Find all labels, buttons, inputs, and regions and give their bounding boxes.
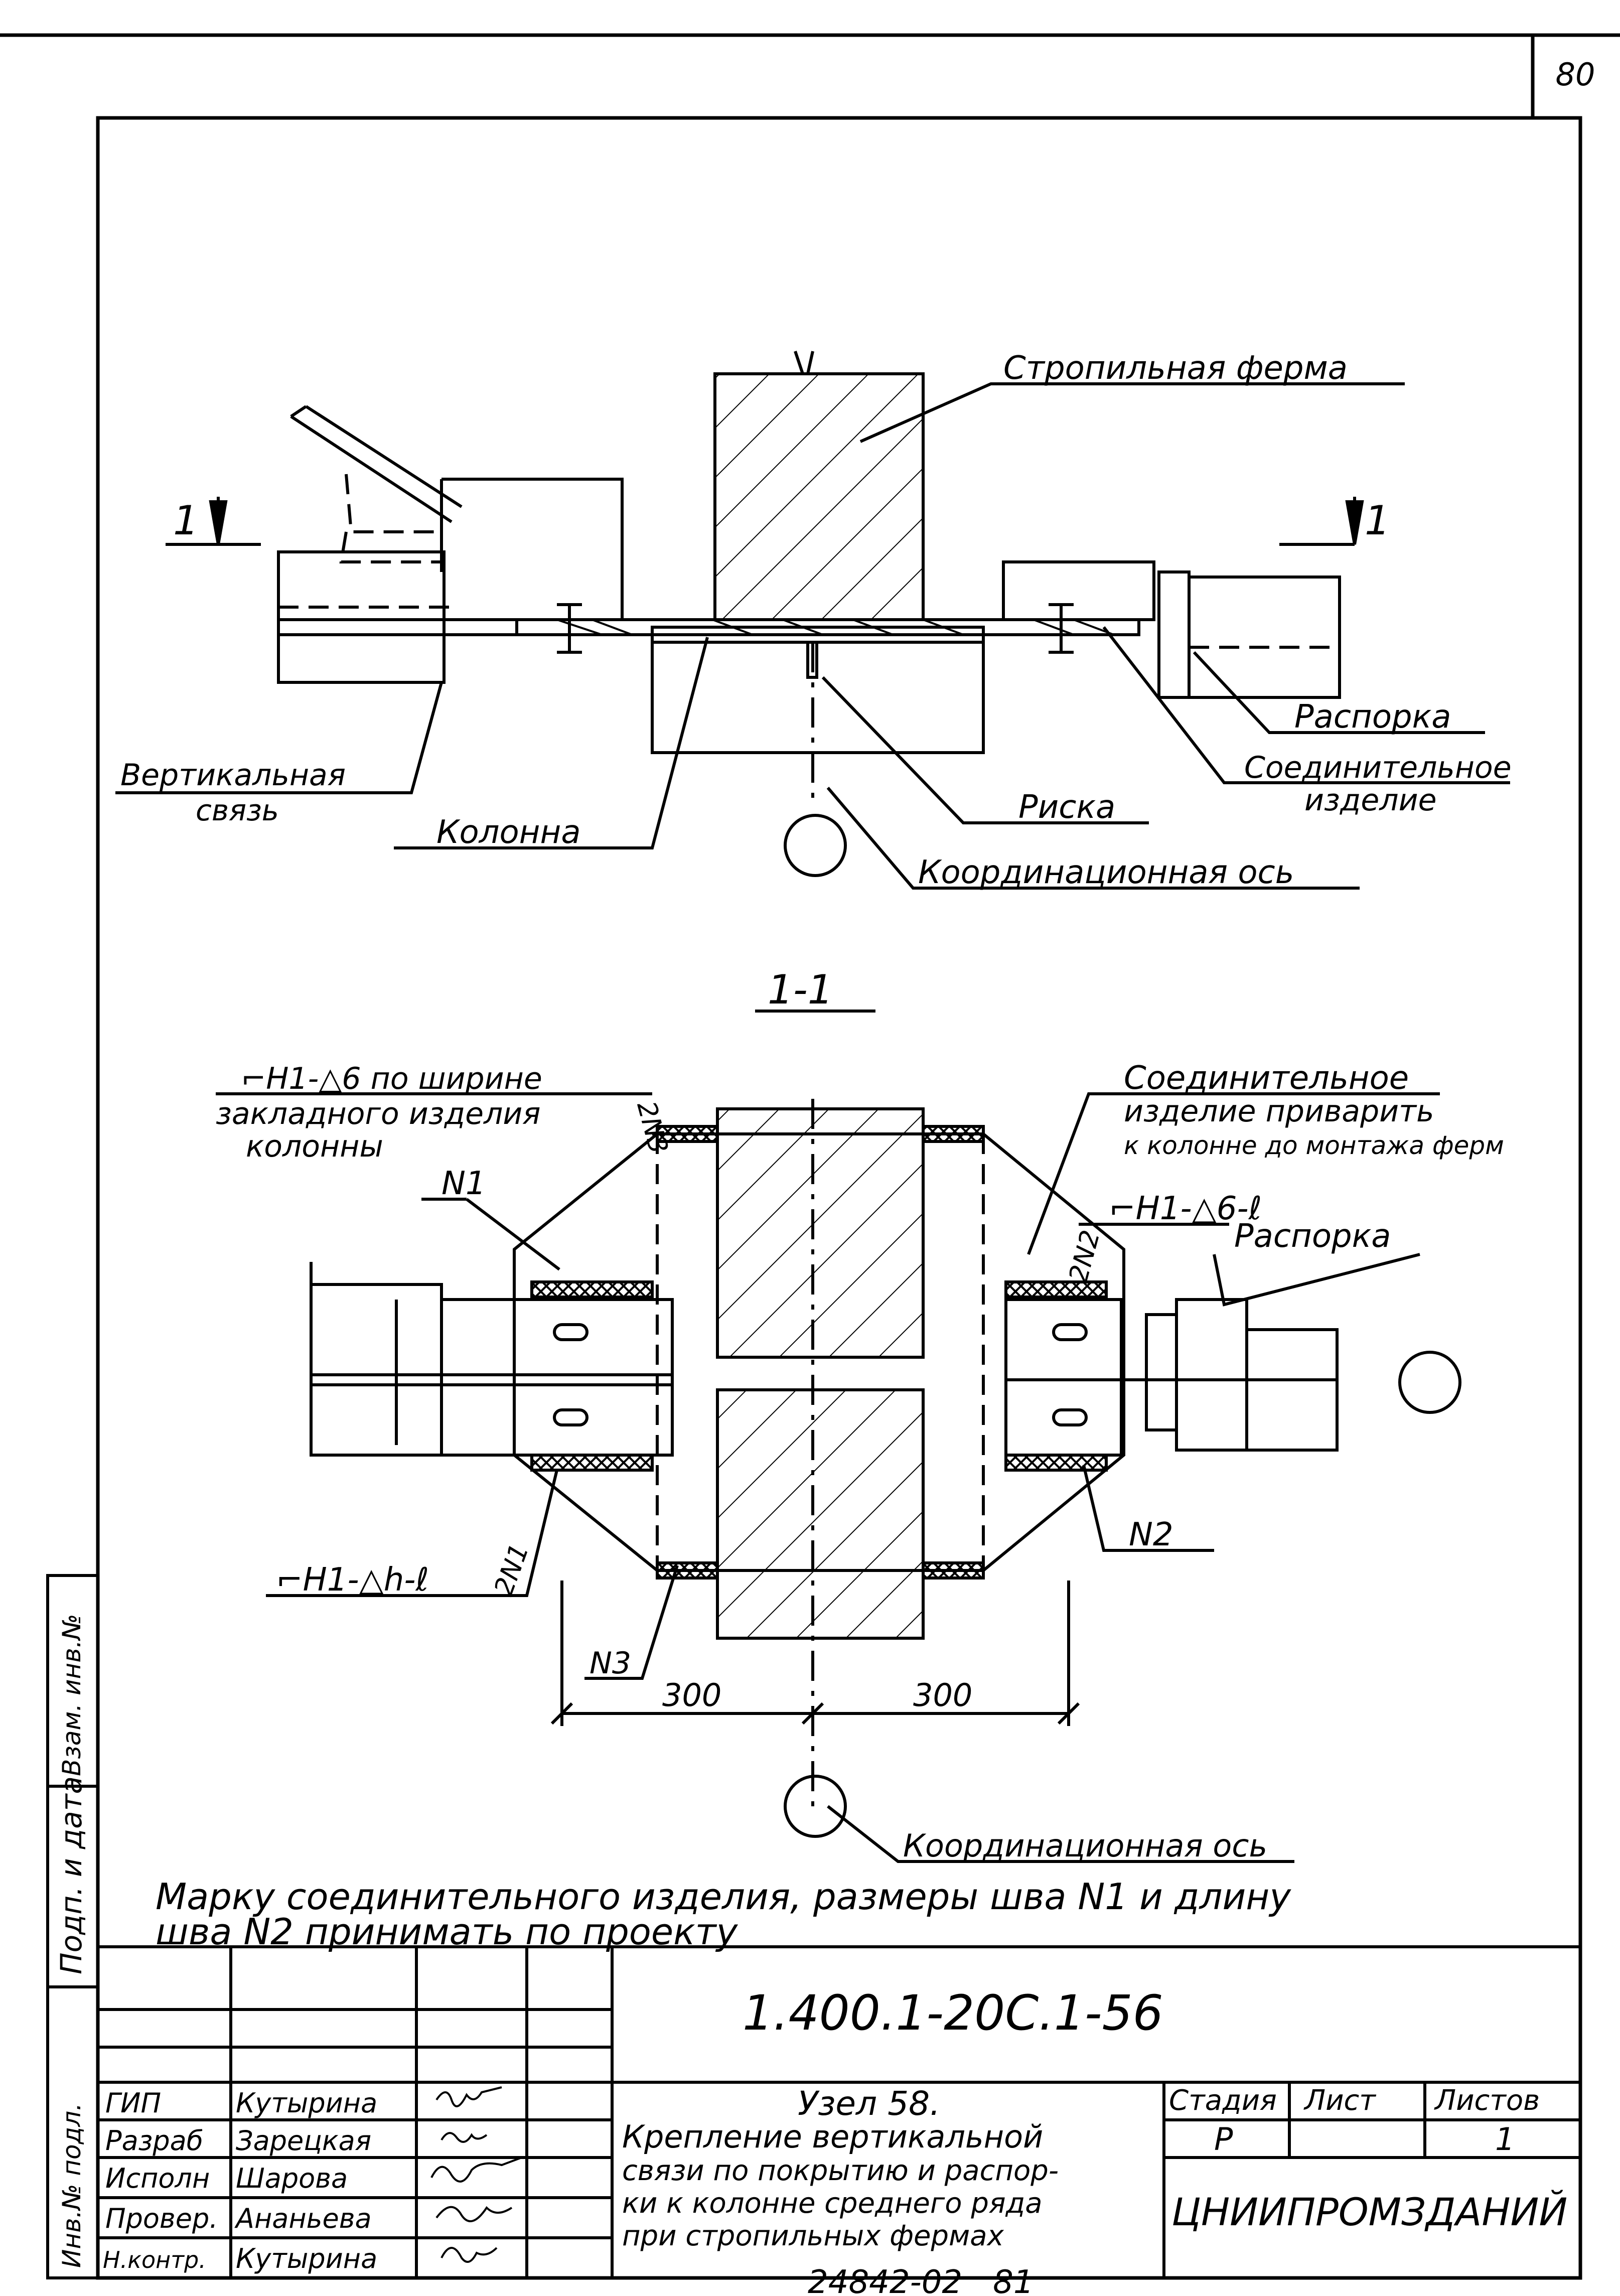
- title-line-5: при стропильных фермах: [622, 2220, 1004, 2252]
- stage-header: Стадия: [1169, 2084, 1277, 2117]
- role-norm-control: Н.контр.: [103, 2246, 206, 2273]
- connector-note-2: изделие приварить: [1124, 1094, 1434, 1129]
- dim-right: 300: [913, 1677, 972, 1713]
- weld-n1-note-3: колонны: [246, 1129, 383, 1164]
- label-2n2: 2N2: [1063, 1227, 1106, 1286]
- name-gip: Кутырина: [236, 2087, 377, 2119]
- title-line-1: Узел 58.: [798, 2084, 940, 2123]
- title-line-2: Крепление вертикальной: [622, 2118, 1043, 2155]
- label-truss: Стропильная ферма: [1003, 350, 1348, 387]
- title-block: 1.400.1-20С.1-56 ГИП Кутырина Разраб Зар…: [98, 1945, 1580, 2278]
- signatures: [430, 2086, 522, 2263]
- name-developer: Зарецкая: [236, 2125, 371, 2157]
- page-frame: [0, 33, 1620, 2280]
- organization: ЦНИИПРОМЗДАНИЙ: [1171, 2190, 1567, 2234]
- side-stamp: Инв.№ подл. Подп. и дата Взам. инв.№: [46, 1574, 99, 2279]
- stage-value: Р: [1214, 2121, 1233, 2158]
- connector-note-1: Соединительное: [1124, 1060, 1409, 1097]
- role-developer: Разраб: [105, 2125, 203, 2157]
- label-coord-axis-section: Координационная ось: [903, 1827, 1267, 1864]
- weld-n1-note-2: закладного изделия: [216, 1096, 541, 1131]
- general-note: Марку соединительного изделия, размеры ш…: [156, 1876, 1291, 1953]
- plan-view-labels: Стропильная ферма Распорка Соединительно…: [120, 350, 1512, 891]
- section-1-1-labels: 1-1 ⌐Н1-△6 по ширине закладного изделия …: [216, 966, 1504, 1864]
- label-vertical-brace-1: Вертикальная: [120, 758, 346, 793]
- label-weld-left: ⌐Н1-△h-ℓ: [276, 1561, 429, 1599]
- sheet-header: Лист: [1303, 2084, 1376, 2117]
- bottom-code: 24842-02 81: [808, 2264, 1034, 2296]
- label-mark: Риска: [1018, 789, 1115, 826]
- section-axis-circle-bottom: [784, 1775, 847, 1838]
- label-weld-right: ⌐Н1-△6-ℓ: [1109, 1190, 1262, 1227]
- label-coord-axis-plan: Координационная ось: [918, 854, 1294, 891]
- plan-axis-circle: [784, 814, 847, 877]
- title-line-4: ки к колонне среднего ряда: [622, 2187, 1043, 2220]
- role-executor: Исполн: [105, 2163, 210, 2194]
- section-mark-left: 1: [173, 497, 199, 544]
- name-executor: Шарова: [236, 2163, 348, 2194]
- title-line-3: связи по покрытию и распор-: [622, 2155, 1059, 2187]
- section-1-1: [216, 1010, 1461, 1863]
- label-strut-section: Распорка: [1234, 1218, 1391, 1255]
- doc-code: 1.400.1-20С.1-56: [743, 1985, 1163, 2041]
- dim-left: 300: [662, 1677, 721, 1713]
- label-column: Колонна: [436, 814, 581, 851]
- note-line-1: Марку соединительного изделия, размеры ш…: [156, 1876, 1291, 1918]
- label-n2: N2: [1129, 1516, 1173, 1553]
- label-n3: N3: [590, 1646, 631, 1681]
- connector-note-3: к колонне до монтажа ферм: [1124, 1131, 1504, 1160]
- sheets-value: 1: [1495, 2121, 1515, 2158]
- plan-view: [115, 351, 1510, 890]
- label-2n3: 2N3: [631, 1098, 673, 1157]
- name-checker: Ананьева: [234, 2203, 372, 2234]
- section-mark-right: 1: [1365, 497, 1390, 544]
- label-connector-2: изделие: [1304, 783, 1437, 818]
- label-vertical-brace-2: связь: [196, 793, 279, 827]
- weld-n1-note-1: ⌐Н1-△6 по ширине: [241, 1061, 542, 1096]
- label-connector-1: Соединительное: [1244, 750, 1512, 785]
- section-axis-circle-right: [1398, 1351, 1461, 1414]
- section-title: 1-1: [768, 966, 833, 1013]
- page-number: 80: [1556, 56, 1595, 93]
- side-stamp-inv-no: Инв.№ подл.: [57, 2103, 86, 2268]
- label-n1: N1: [441, 1165, 486, 1202]
- sheets-header: Листов: [1434, 2084, 1540, 2117]
- plan-column: [713, 372, 925, 621]
- name-norm-control: Кутырина: [236, 2243, 377, 2274]
- side-stamp-replace-inv: Взам. инв.№: [57, 1614, 86, 1776]
- role-gip: ГИП: [105, 2087, 161, 2119]
- label-strut-plan: Распорка: [1294, 698, 1451, 736]
- side-stamp-signature-date: Подп. и дата: [54, 1776, 88, 1974]
- role-checker: Провер.: [105, 2203, 218, 2234]
